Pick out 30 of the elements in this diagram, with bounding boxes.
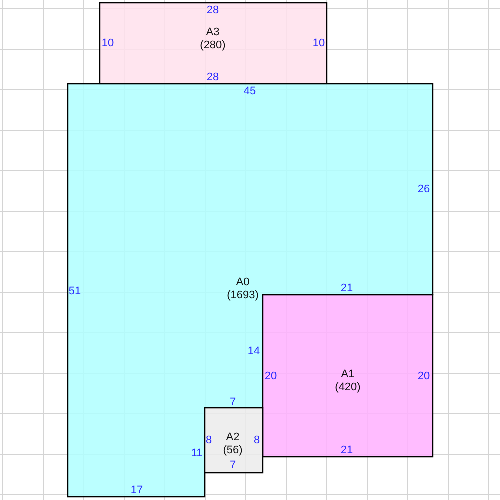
dimension-label: 26	[418, 184, 430, 196]
area-value: (56)	[223, 444, 243, 458]
dimension-label: 21	[340, 444, 354, 458]
dimension-label: 45	[244, 86, 256, 98]
dimension-label: 11	[191, 448, 203, 460]
room-name: A2	[226, 432, 240, 444]
room-name: A3	[206, 26, 220, 40]
dimension-label: 28	[206, 4, 220, 18]
dimension-label: 10	[312, 38, 326, 50]
room-name: A0	[236, 276, 250, 290]
room-name: A1	[341, 368, 355, 382]
dimension-label: 17	[130, 484, 144, 498]
dimension-label: 51	[68, 286, 82, 298]
area-value: (1693)	[227, 290, 259, 302]
dimension-label: 7	[230, 396, 236, 410]
dimension-label: 28	[206, 72, 220, 84]
dimension-label: 8	[254, 434, 260, 448]
dimension-label: 7	[230, 460, 236, 472]
dimension-label: 21	[340, 282, 354, 296]
room-area	[100, 3, 327, 84]
dimension-label: 20	[264, 370, 278, 384]
dimension-label: 8	[206, 434, 212, 448]
area-value: (420)	[335, 382, 361, 394]
dimension-label: 14	[248, 346, 260, 358]
room-area	[263, 295, 433, 457]
dimension-label: 20	[418, 370, 430, 384]
room-area	[205, 408, 263, 473]
room-area	[68, 84, 433, 497]
area-value: (280)	[200, 40, 226, 52]
dimension-label: 10	[102, 38, 114, 50]
